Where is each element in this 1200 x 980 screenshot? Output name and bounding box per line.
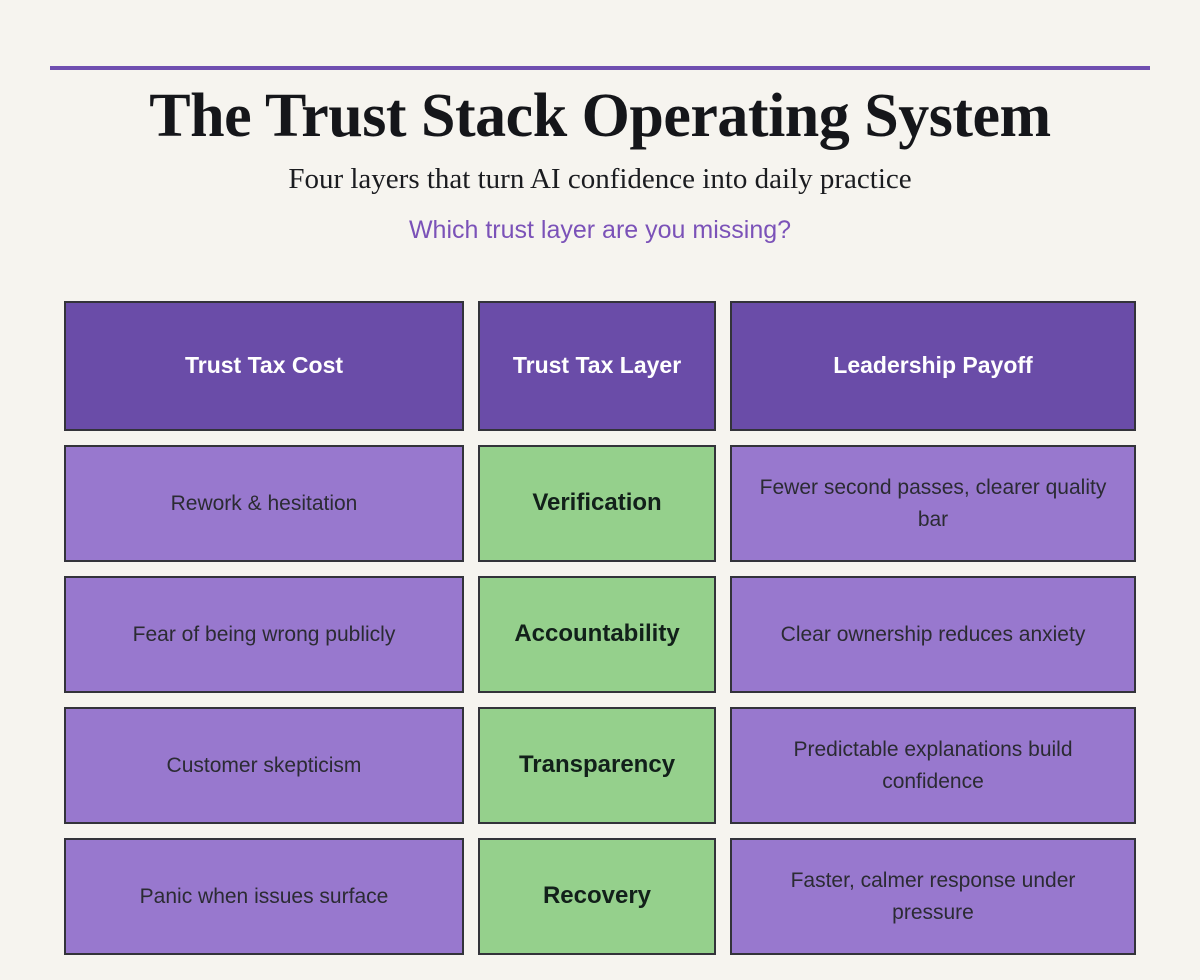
table-row: Faster, calmer response under pressure xyxy=(730,838,1136,955)
payoff-value: Predictable explanations build confidenc… xyxy=(793,738,1073,793)
cost-value: Rework & hesitation xyxy=(170,491,358,515)
column-header-cost-label: Trust Tax Cost xyxy=(184,352,344,379)
column-header-payoff-label: Leadership Payoff xyxy=(833,352,1033,379)
table-row: Predictable explanations build confidenc… xyxy=(730,707,1136,824)
payoff-value: Fewer second passes, clearer quality bar xyxy=(759,476,1107,531)
layer-value: Transparency xyxy=(518,751,676,779)
table-row: Clear ownership reduces anxiety xyxy=(730,576,1136,693)
table-row: Fear of being wrong publicly xyxy=(64,576,464,693)
cost-value: Panic when issues surface xyxy=(139,884,389,908)
header-block: The Trust Stack Operating System Four la… xyxy=(0,82,1200,245)
column-header-cost: Trust Tax Cost xyxy=(64,301,464,431)
table-row: Transparency xyxy=(478,707,716,824)
payoff-value: Faster, calmer response under pressure xyxy=(790,869,1076,924)
column-header-payoff: Leadership Payoff xyxy=(730,301,1136,431)
table-row: Panic when issues surface xyxy=(64,838,464,955)
cost-value: Customer skepticism xyxy=(166,753,362,777)
page-subtitle: Four layers that turn AI confidence into… xyxy=(288,162,912,195)
page-title: The Trust Stack Operating System xyxy=(149,82,1051,150)
column-header-layer: Trust Tax Layer xyxy=(478,301,716,431)
table-row: Recovery xyxy=(478,838,716,955)
table-row: Accountability xyxy=(478,576,716,693)
layer-value: Accountability xyxy=(514,620,680,648)
top-accent-rule xyxy=(50,66,1150,70)
table-row: Verification xyxy=(478,445,716,562)
page-tagline: Which trust layer are you missing? xyxy=(408,215,792,244)
trust-stack-matrix: Trust Tax Cost Trust Tax Layer Leadershi… xyxy=(64,301,1136,955)
payoff-value: Clear ownership reduces anxiety xyxy=(780,622,1086,646)
table-row: Customer skepticism xyxy=(64,707,464,824)
table-row: Rework & hesitation xyxy=(64,445,464,562)
column-header-layer-label: Trust Tax Layer xyxy=(512,352,682,379)
table-row: Fewer second passes, clearer quality bar xyxy=(730,445,1136,562)
layer-value: Recovery xyxy=(542,882,652,910)
cost-value: Fear of being wrong publicly xyxy=(132,622,396,646)
layer-value: Verification xyxy=(532,489,662,517)
